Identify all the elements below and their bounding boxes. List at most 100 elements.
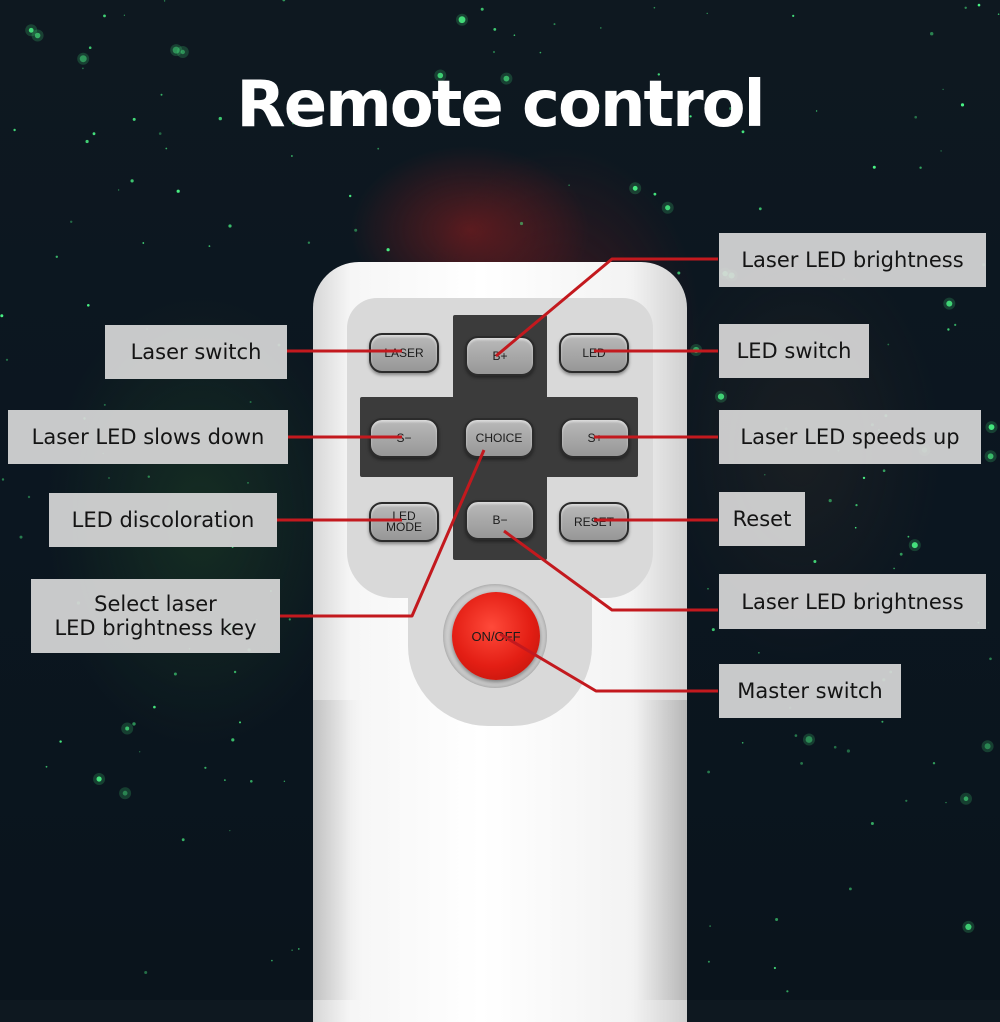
star-dot bbox=[954, 323, 957, 326]
star-dot bbox=[988, 424, 995, 430]
star-glow bbox=[456, 13, 468, 26]
brightness-up-button[interactable]: B+ bbox=[465, 336, 535, 376]
star-dot bbox=[977, 3, 981, 7]
star-dot bbox=[45, 765, 48, 768]
star-glow bbox=[661, 201, 674, 214]
star-dot bbox=[707, 587, 709, 590]
star-dot bbox=[308, 614, 312, 617]
star-dot bbox=[176, 189, 180, 193]
led-button[interactable]: LED bbox=[559, 333, 629, 373]
star-dot bbox=[386, 248, 390, 252]
star-dot bbox=[122, 790, 128, 796]
star-dot bbox=[108, 477, 110, 479]
star-dot bbox=[224, 779, 226, 781]
star-dot bbox=[741, 130, 745, 134]
star-dot bbox=[142, 242, 145, 244]
label-led-switch: LED switch bbox=[719, 324, 869, 378]
star-dot bbox=[132, 117, 136, 121]
star-dot bbox=[492, 50, 496, 54]
star-dot bbox=[775, 918, 779, 921]
star-dot bbox=[349, 194, 352, 198]
speed-down-button[interactable]: S− bbox=[369, 418, 439, 458]
star-dot bbox=[28, 27, 34, 33]
brightness-down-button[interactable]: B− bbox=[465, 500, 535, 540]
star-dot bbox=[160, 93, 163, 96]
label-select-laser-brightness-key: Select laser LED brightness key bbox=[31, 579, 280, 653]
star-dot bbox=[1, 478, 5, 481]
star-dot bbox=[87, 304, 90, 307]
star-dot bbox=[132, 722, 136, 726]
star-dot bbox=[758, 652, 760, 654]
star-dot bbox=[55, 255, 58, 258]
star-glow bbox=[629, 182, 642, 195]
star-dot bbox=[228, 224, 232, 228]
star-glow bbox=[984, 450, 997, 463]
star-glow bbox=[31, 29, 44, 42]
star-dot bbox=[79, 55, 87, 63]
star-dot bbox=[786, 990, 789, 993]
star-glow bbox=[981, 740, 994, 753]
star-dot bbox=[239, 721, 241, 724]
star-dot bbox=[291, 949, 293, 951]
star-dot bbox=[291, 155, 293, 157]
star-dot bbox=[940, 150, 942, 152]
star-dot bbox=[354, 228, 358, 232]
star-dot bbox=[609, 118, 613, 121]
star-dot bbox=[519, 221, 524, 226]
star-dot bbox=[513, 34, 516, 36]
reset-button[interactable]: RESET bbox=[559, 502, 629, 542]
speed-up-button[interactable]: S+ bbox=[560, 418, 630, 458]
label-reset: Reset bbox=[719, 492, 805, 546]
star-dot bbox=[882, 469, 886, 473]
star-dot bbox=[963, 796, 969, 801]
star-dot bbox=[85, 139, 89, 144]
star-glow bbox=[803, 733, 815, 746]
star-glow bbox=[943, 297, 956, 310]
star-dot bbox=[503, 75, 510, 82]
star-dot bbox=[758, 207, 762, 211]
star-glow bbox=[690, 344, 703, 356]
star-dot bbox=[288, 618, 291, 621]
star-dot bbox=[27, 495, 31, 499]
star-dot bbox=[437, 72, 444, 79]
star-dot bbox=[553, 23, 556, 26]
star-dot bbox=[846, 749, 851, 753]
star-dot bbox=[173, 672, 177, 676]
star-dot bbox=[103, 14, 106, 18]
choice-button[interactable]: CHOICE bbox=[464, 418, 534, 458]
star-dot bbox=[117, 189, 120, 191]
star-dot bbox=[0, 314, 4, 318]
star-dot bbox=[945, 801, 947, 804]
star-dot bbox=[158, 132, 162, 135]
star-dot bbox=[208, 245, 211, 248]
star-dot bbox=[689, 115, 692, 118]
star-dot bbox=[181, 838, 185, 842]
star-dot bbox=[147, 475, 150, 478]
star-dot bbox=[165, 147, 168, 150]
star-glow bbox=[500, 72, 513, 85]
star-dot bbox=[893, 567, 895, 570]
label-laser-switch: Laser switch bbox=[105, 325, 287, 379]
star-glow bbox=[962, 920, 975, 933]
star-dot bbox=[282, 0, 286, 2]
star-dot bbox=[849, 887, 852, 891]
star-dot bbox=[653, 192, 657, 196]
star-dot bbox=[130, 179, 134, 183]
star-dot bbox=[180, 49, 185, 55]
star-dot bbox=[632, 185, 638, 191]
star-dot bbox=[997, 13, 1000, 15]
laser-button[interactable]: LASER bbox=[369, 333, 439, 373]
led-mode-button[interactable]: LED MODE bbox=[369, 502, 439, 542]
star-dot bbox=[828, 499, 832, 503]
star-dot bbox=[103, 403, 106, 406]
page-title: Remote control bbox=[236, 68, 765, 142]
star-dot bbox=[417, 113, 421, 117]
star-dot bbox=[709, 925, 711, 927]
star-glow bbox=[25, 24, 38, 37]
star-dot bbox=[657, 73, 660, 76]
power-button[interactable]: ON/OFF bbox=[452, 592, 540, 680]
star-dot bbox=[298, 948, 300, 950]
star-dot bbox=[92, 132, 96, 136]
label-laser-led-slows-down: Laser LED slows down bbox=[8, 410, 288, 464]
star-dot bbox=[292, 122, 294, 125]
